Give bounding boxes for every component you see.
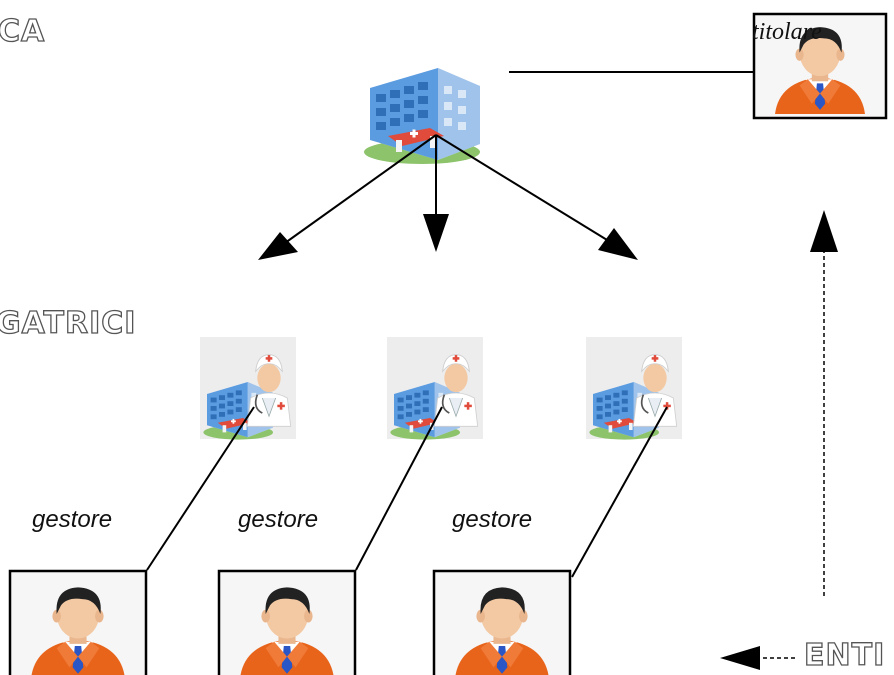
- arrow-head-left: [258, 232, 298, 260]
- connector-gestore-1: [146, 406, 255, 571]
- hospital-doctor-1: [200, 337, 296, 440]
- label-gestore-1: gestore: [32, 506, 113, 533]
- gestore-box-3: [432, 569, 572, 675]
- hospital-doctor-2: [387, 337, 483, 440]
- label-middle-left: GATRICI: [0, 305, 137, 341]
- label-gestore-3: gestore: [452, 506, 533, 533]
- hospital-building-icon: [364, 68, 480, 164]
- arrow-head-right: [598, 228, 638, 260]
- arrow-line-right: [435, 134, 613, 244]
- arrow-line-left: [284, 134, 437, 244]
- dashed-arrow-up-head: [810, 210, 838, 252]
- connector-gestore-2: [355, 406, 443, 571]
- label-enti: ENTI: [803, 637, 886, 673]
- gestore-box-2: [217, 569, 357, 675]
- label-gestore-2: gestore: [238, 506, 319, 533]
- gestore-box-1: [8, 569, 148, 675]
- arrow-head-center: [423, 214, 449, 252]
- titolare-box: [752, 12, 888, 120]
- hospital-doctor-3: [586, 337, 682, 440]
- distribution-arrows: [258, 134, 638, 260]
- connector-gestore-3: [571, 406, 668, 578]
- label-top-left: CA: [0, 13, 46, 49]
- dashed-arrow-left-head: [720, 646, 760, 670]
- label-titolare: titolare: [752, 19, 822, 45]
